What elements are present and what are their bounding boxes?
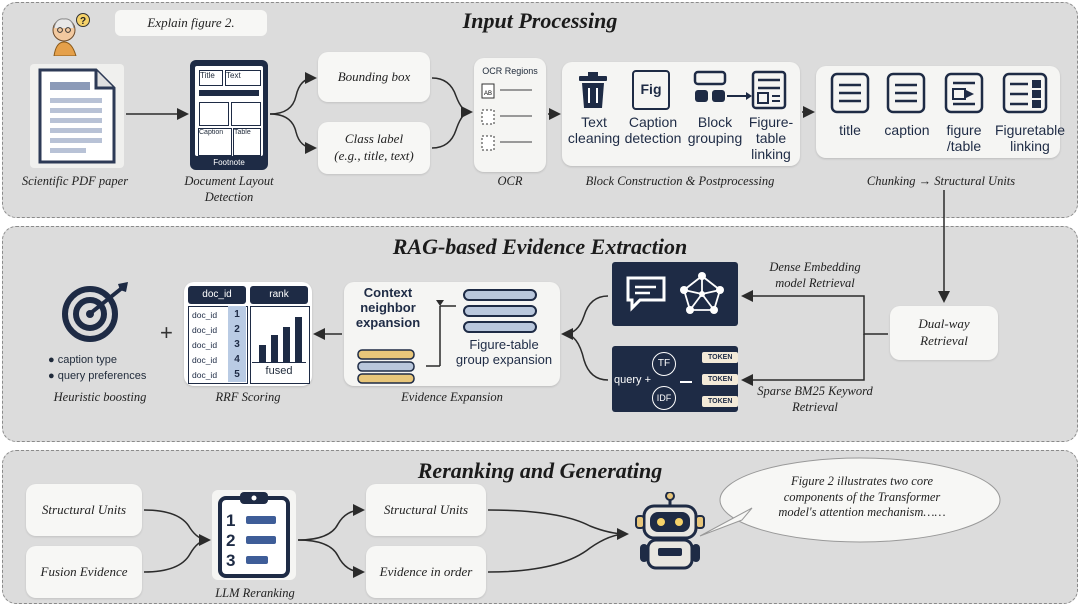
svg-text:?: ? <box>80 16 86 27</box>
dense-retrieval-panel <box>612 262 738 326</box>
ocr-regions-card: OCR Regions AB <box>474 58 546 172</box>
rrf-row-rank: 1 <box>234 309 240 320</box>
svg-text:AB: AB <box>484 91 492 97</box>
chunk-caption: Chunking → Structural Units <box>866 174 1016 188</box>
rrf-row-docid: doc_id <box>192 370 218 380</box>
input-structural-units-node: Structural Units <box>26 484 142 536</box>
figure-table-icon <box>944 72 984 119</box>
chunk-title-label: title <box>839 122 861 138</box>
token-chip: TOKEN <box>702 396 739 407</box>
dual-way-retrieval-node: Dual-way Retrieval <box>890 306 998 360</box>
idf-circle: IDF <box>652 386 676 410</box>
boost-caption: Heuristic boosting <box>53 390 147 404</box>
output-evidence-order-node: Evidence in order <box>366 546 486 598</box>
rrf-row-docid: doc_id <box>192 355 218 365</box>
input-fusion-evidence-node: Fusion Evidence <box>26 546 142 598</box>
tf-circle: TF <box>652 352 676 376</box>
boost-item-label: caption type <box>57 354 118 366</box>
layout-table-box: Table <box>233 128 261 156</box>
block-grouping-label: Block grouping <box>687 114 743 147</box>
llm-caption: LLM Reranking <box>215 586 295 600</box>
ocr-regions-label: OCR Regions <box>482 66 538 76</box>
llm-rank-2: 2 <box>226 531 236 550</box>
rrf-row-rank: 2 <box>234 324 240 335</box>
text-cleaning-label: Text cleaning <box>567 114 621 147</box>
rrf-rank-header <box>250 286 308 304</box>
block-caption: Block Construction & Postprocessing <box>585 174 775 188</box>
token-chip: TOKEN <box>702 352 739 363</box>
sparse-caption: Sparse BM25 Keyword Retrieval <box>757 384 873 414</box>
query-text: Explain figure 2. <box>147 15 235 30</box>
figure-table-linking-label: Figure- table linking <box>748 114 794 163</box>
stack-icon <box>462 288 542 343</box>
fig-icon: Fig <box>632 70 670 110</box>
neighbor-blocks-icon <box>356 348 426 389</box>
rag-title: RAG-based Evidence Extraction <box>392 234 688 259</box>
llm-rank-3: 3 <box>226 551 236 570</box>
rrf-row-rank: 5 <box>234 369 240 380</box>
layout-caption: Document Layout Detection <box>184 174 274 204</box>
rrf-row-docid: doc_id <box>192 325 218 335</box>
chart-block-icon <box>231 102 261 126</box>
rrf-fused-chart <box>250 306 310 384</box>
layout-caption-box: Caption <box>198 128 232 156</box>
blocks-icon <box>692 70 752 115</box>
query-bubble <box>115 10 267 36</box>
text-block-icon <box>199 102 229 126</box>
layout-footnote-label: Footnote <box>213 158 245 167</box>
rrf-docid-header-label: doc_id <box>202 289 232 300</box>
rrf-row-docid: doc_id <box>192 310 218 320</box>
pdf-document-icon <box>30 64 124 168</box>
caption-lines-icon <box>886 72 926 119</box>
target-icon <box>62 282 132 347</box>
context-expansion-label: Context neighbor expansion <box>355 285 421 330</box>
rrf-caption: RRF Scoring <box>215 390 281 404</box>
answer-text: Figure 2 illustrates two core components… <box>778 474 946 520</box>
plus-sign: + <box>160 320 173 345</box>
rrf-row-rank: 4 <box>234 354 240 365</box>
trash-icon <box>575 70 611 115</box>
bounding-box-node: Bounding box <box>318 52 430 102</box>
link-doc-icon <box>750 70 788 115</box>
token-chip: TOKEN <box>702 374 739 385</box>
rrf-row-docid: doc_id <box>192 340 218 350</box>
user-avatar: ? <box>50 12 90 57</box>
rrf-row-rank: 3 <box>234 339 240 350</box>
tf-idf-line <box>680 381 692 383</box>
fused-label: fused <box>252 362 306 377</box>
query-plus-label: query + <box>614 374 651 386</box>
clipboard-icon <box>212 490 296 580</box>
robot-icon <box>632 491 708 577</box>
ocr-caption: OCR <box>497 174 523 188</box>
layout-text-box: Text <box>225 70 261 86</box>
figuretable-list-icon <box>1002 72 1048 119</box>
class-label-node: Class label (e.g., title, text) <box>318 122 430 174</box>
layout-title-box: Title <box>199 70 223 86</box>
dense-caption: Dense Embedding model Retrieval <box>769 260 861 290</box>
rrf-rank-header-label: rank <box>269 289 289 300</box>
rrf-rank-strip <box>228 306 246 382</box>
chunk-figure-label: figure /table <box>946 122 982 155</box>
network-icon <box>678 270 726 321</box>
rerank-title: Reranking and Generating <box>417 458 663 483</box>
caption-detection-label: Caption detection <box>624 114 682 147</box>
rrf-docid-header <box>188 286 246 304</box>
pdf-caption: Scientific PDF paper <box>21 174 129 188</box>
layout-detection-tablet: Title Text Caption Table Footnote <box>190 60 268 170</box>
input-processing-title: Input Processing <box>462 8 618 33</box>
figure-table-expansion-label: Figure-table group expansion <box>455 337 553 367</box>
title-lines-icon <box>830 72 870 119</box>
chat-icon <box>624 274 668 317</box>
chunk-linking-label: Figuretable linking <box>994 122 1066 155</box>
output-structural-units-node: Structural Units <box>366 484 486 536</box>
boost-item-query-preferences: ● query preferences <box>48 370 147 382</box>
boost-item-caption-type: ● caption type <box>48 354 118 366</box>
chunk-caption-label: caption <box>884 122 930 138</box>
boost-item-label: query preferences <box>57 370 147 382</box>
ocr-regions-icon: AB <box>481 83 532 151</box>
evidence-caption: Evidence Expansion <box>401 390 503 404</box>
llm-rank-1: 1 <box>226 511 236 530</box>
